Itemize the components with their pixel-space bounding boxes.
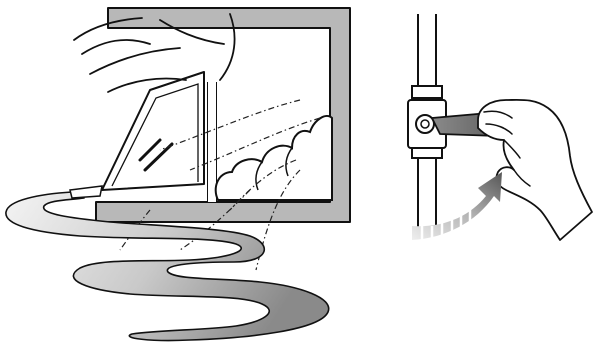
window-mullion-fill (208, 82, 216, 202)
cloud-outside (216, 116, 332, 200)
pipe-coupling-bottom (412, 148, 442, 158)
pipe-coupling-top (412, 86, 442, 98)
valve-stem-inner (421, 120, 429, 128)
hand-icon (478, 100, 592, 240)
turn-arrow (412, 172, 502, 240)
turn-arrow-icon (412, 172, 502, 240)
window-sash (102, 72, 204, 190)
gas-source-pan (70, 186, 102, 198)
hand-outline (478, 100, 592, 240)
